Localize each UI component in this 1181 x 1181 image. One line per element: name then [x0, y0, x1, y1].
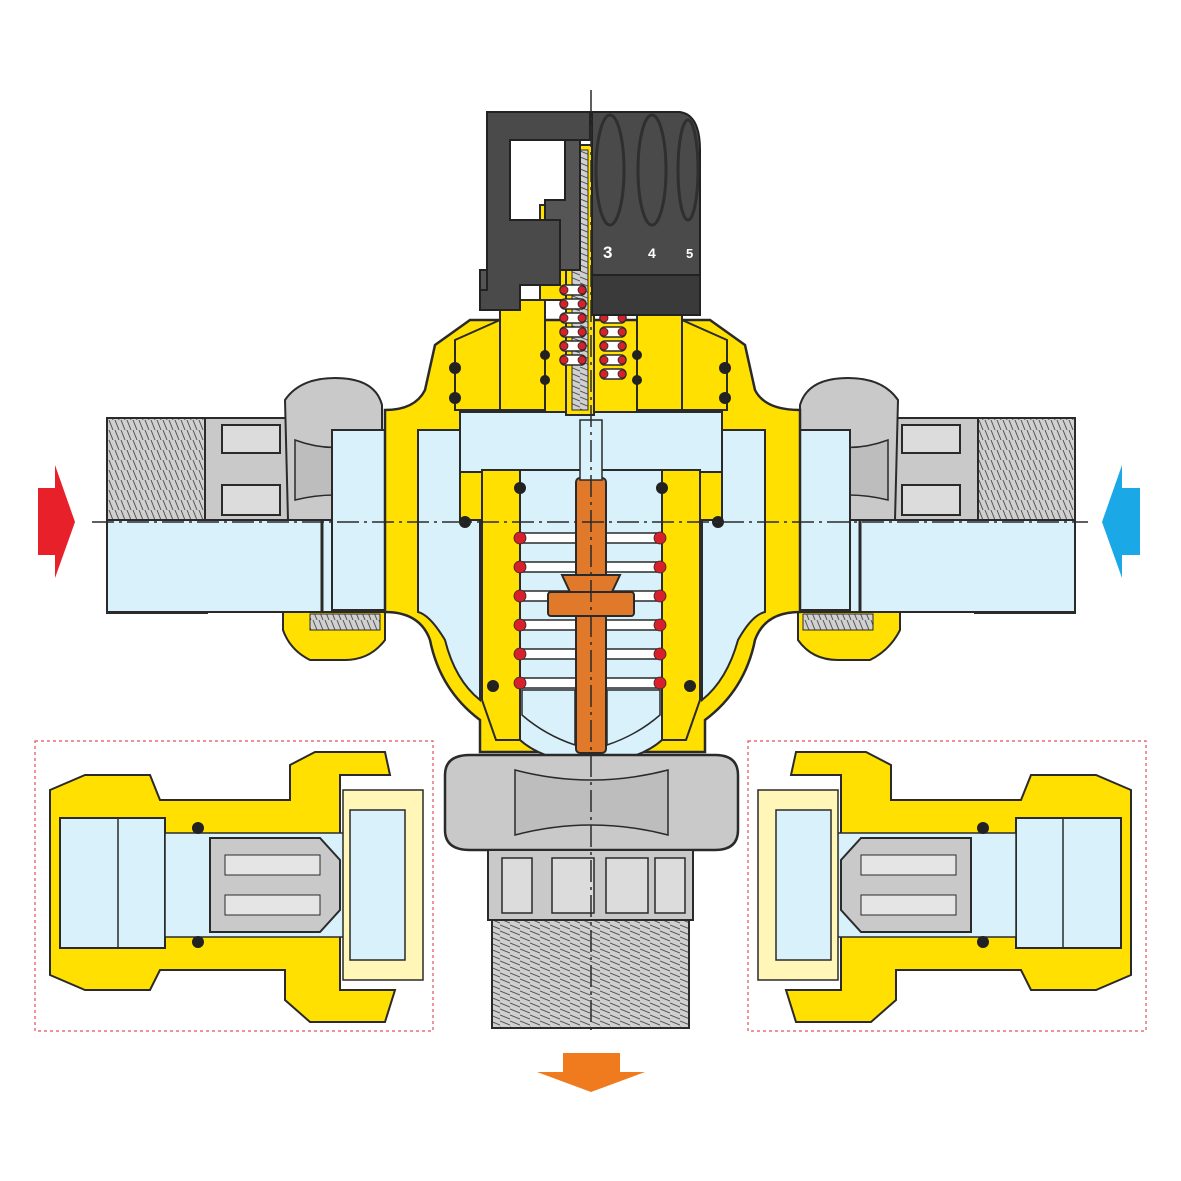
knob-scale-5: 5	[686, 246, 693, 261]
o-ring-seals	[449, 350, 731, 692]
left-check-valve-detail	[34, 740, 434, 1032]
right-inlet-fitting	[764, 376, 1076, 661]
knob-scale-3: 3	[603, 243, 612, 262]
right-check-valve-detail	[747, 740, 1147, 1032]
knob-scale-4: 4	[648, 245, 656, 261]
temperature-control-knob[interactable]: 3 4 5	[479, 111, 701, 316]
left-inlet-fitting	[106, 376, 418, 661]
cold-water-inlet-arrow	[1102, 465, 1140, 578]
centre-lines	[92, 90, 1088, 1035]
mixed-water-outlet-arrow	[537, 1053, 645, 1092]
hot-water-inlet-arrow	[38, 465, 75, 578]
